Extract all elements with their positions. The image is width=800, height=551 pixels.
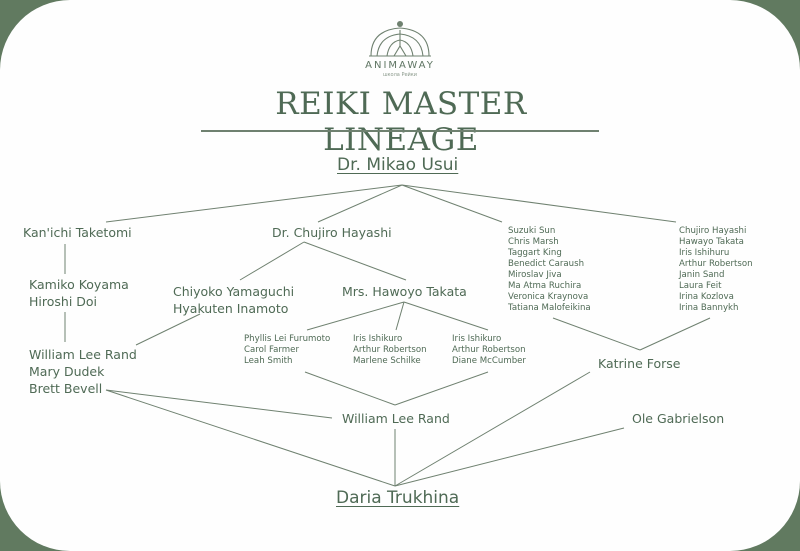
connector-line [317, 184, 403, 223]
yamaguchi-group-node: Chiyoko Yamaguchi Hyakuten Inamoto [173, 283, 294, 317]
brand-tagline: школа Рейки [382, 72, 418, 78]
takata-node: Mrs. Hawoyo Takata [342, 284, 467, 299]
list-item: Marlene Schilke [353, 356, 421, 366]
page-title: REIKI MASTER LINEAGE [275, 86, 527, 158]
brand-name: ANIMAWAY [365, 60, 435, 71]
list-item: Irina Kozlova [679, 292, 734, 302]
connector-line [304, 371, 396, 406]
connector-line [394, 427, 625, 487]
suzuki-group-node: Suzuki Sun Chris Marsh Taggart King Bene… [508, 226, 591, 314]
lotus-arch-logo-icon [369, 21, 431, 57]
connector-line [306, 301, 405, 331]
list-item: Miroslav Jiva [508, 270, 562, 280]
connector-line [239, 241, 305, 281]
list-item: William Lee Rand [29, 347, 137, 362]
chujiro-group-node: Chujiro Hayashi Hawayo Takata Iris Ishih… [679, 226, 753, 314]
katrine-node: Katrine Forse [598, 356, 681, 371]
list-item: Veronica Kraynova [508, 292, 589, 302]
connector-line [403, 301, 489, 331]
connector-line [401, 184, 503, 223]
list-item: Arthur Robertson [353, 345, 427, 355]
list-item: Irina Bannykh [679, 303, 739, 313]
list-item: Arthur Robertson [679, 259, 753, 269]
ole-node: Ole Gabrielson [632, 411, 725, 426]
hayashi-node: Dr. Chujiro Hayashi [272, 225, 392, 240]
list-item: Tatiana Malofeikina [508, 303, 591, 313]
takata-students-middle: Iris Ishikuro Arthur Robertson Marlene S… [353, 334, 427, 367]
list-item: Ma Atma Ruchira [508, 281, 582, 291]
list-item: Suzuki Sun [508, 226, 556, 236]
connector-line [639, 317, 711, 351]
list-item: Janin Sand [679, 270, 725, 280]
title-rule [201, 130, 599, 132]
list-item: Phyllis Lei Furumoto [244, 334, 331, 344]
connector-line [395, 301, 405, 331]
connector-line [135, 313, 201, 346]
list-item: Leah Smith [244, 356, 293, 366]
list-item: Chujiro Hayashi [679, 226, 747, 236]
connector-line [105, 389, 396, 487]
rand-group-node: William Lee Rand Mary Dudek Brett Bevell [29, 346, 137, 397]
list-item: Chiyoko Yamaguchi [173, 284, 295, 299]
list-item: Arthur Robertson [452, 345, 526, 355]
final-master: Daria Trukhina [336, 488, 460, 508]
list-item: Chris Marsh [508, 237, 559, 247]
list-item: Carol Farmer [244, 345, 299, 355]
taketomi-node: Kan'ichi Taketomi [23, 225, 132, 240]
william-center-node: William Lee Rand [342, 411, 450, 426]
list-item: Hawayo Takata [679, 237, 744, 247]
list-item: Brett Bevell [29, 381, 103, 396]
connector-line [394, 371, 489, 406]
connector-line [394, 371, 591, 487]
connector-line [105, 184, 403, 223]
takata-students-right: Iris Ishikuro Arthur Robertson Diane McC… [452, 334, 526, 367]
list-item: Diane McCumber [452, 356, 526, 366]
list-item: Benedict Caraush [508, 259, 585, 269]
list-item: Taggart King [508, 248, 562, 258]
root-master: Dr. Mikao Usui [337, 155, 459, 175]
connector-line [401, 184, 677, 223]
list-item: Iris Ishihuru [679, 248, 730, 258]
connector-line [105, 389, 333, 419]
list-item: Mary Dudek [29, 364, 105, 379]
list-item: Iris Ishikuro [353, 334, 403, 344]
connector-line [303, 241, 407, 281]
connector-line [552, 317, 641, 351]
list-item: Laura Feit [679, 281, 722, 291]
list-item: Iris Ishikuro [452, 334, 502, 344]
list-item: Hyakuten Inamoto [173, 301, 289, 316]
list-item: Kamiko Koyama [29, 277, 129, 292]
takata-students-left: Phyllis Lei Furumoto Carol Farmer Leah S… [244, 334, 330, 367]
koyama-group-node: Kamiko Koyama Hiroshi Doi [29, 276, 129, 310]
list-item: Hiroshi Doi [29, 294, 98, 309]
